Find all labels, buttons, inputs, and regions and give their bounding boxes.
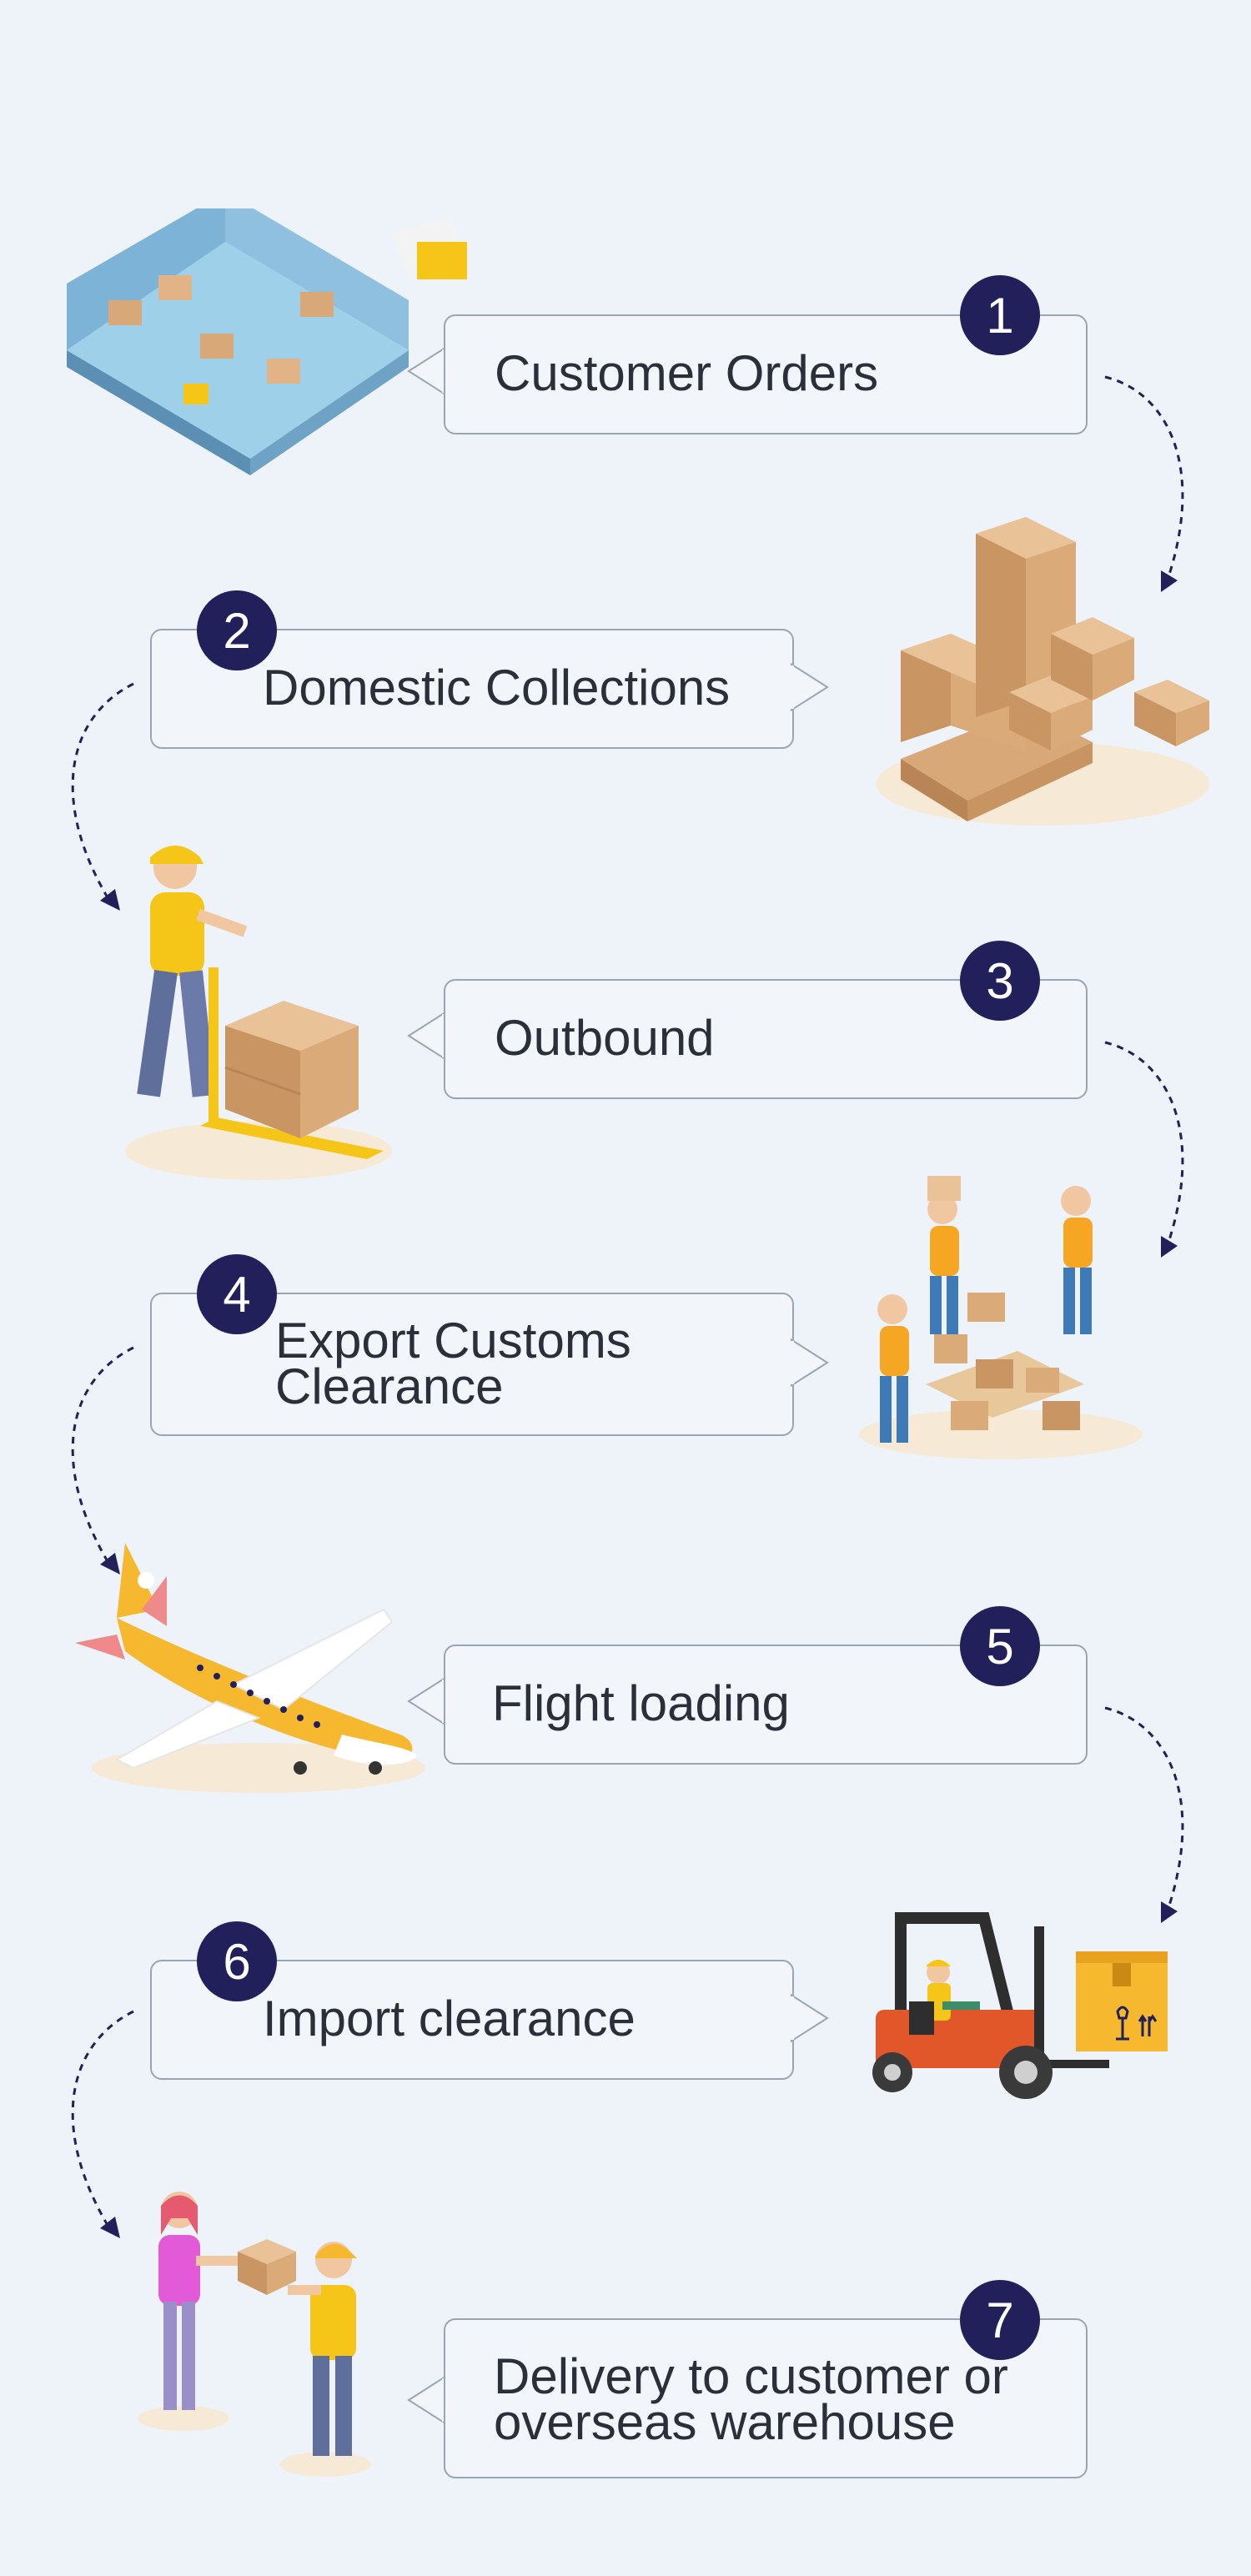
box-pointer	[791, 662, 829, 712]
pallet-jack-illustration	[125, 846, 392, 1180]
dashed-arrow-connector	[1104, 1041, 1184, 1258]
step-label: Customer Orders	[495, 345, 879, 401]
airplane-illustration	[75, 1543, 425, 1793]
step-label: Import clearance	[263, 1991, 636, 2046]
forklift-illustration	[872, 1912, 1168, 2099]
handover-illustration	[138, 2192, 371, 2477]
step-number-badge: 5	[960, 1606, 1040, 1686]
dashed-arrow-connector	[71, 2010, 134, 2238]
step-label: Domestic Collections	[263, 660, 731, 716]
step-number-badge: 2	[197, 590, 277, 670]
box-pointer	[407, 1011, 445, 1061]
warehouse-illustration	[67, 208, 467, 475]
step-number-badge: 4	[197, 1254, 277, 1334]
step-label-line: Delivery to customer or	[494, 2348, 1008, 2404]
dashed-arrow-connector	[71, 1346, 134, 1574]
box-pointer	[791, 1993, 829, 2043]
dashed-arrow-connector	[71, 682, 134, 911]
dashed-arrow-connector	[1104, 375, 1184, 592]
box-pointer	[407, 2375, 445, 2425]
workers-illustration	[859, 1176, 1143, 1459]
step-number-badge: 6	[197, 1921, 277, 2001]
step-number-badge: 3	[960, 941, 1040, 1021]
step-label-line: overseas warehouse	[494, 2394, 956, 2451]
step-label: Outbound	[495, 1010, 715, 1066]
step-label: Delivery to customer or overseas warehou…	[494, 2348, 1008, 2451]
boxes-illustration	[876, 517, 1209, 826]
box-pointer	[407, 1676, 445, 1726]
step-number-badge: 1	[960, 275, 1040, 355]
box-pointer	[791, 1338, 829, 1388]
box-pointer	[407, 346, 445, 396]
step-label-line: Export Customs	[275, 1313, 631, 1368]
step-label: Export Customs Clearance	[275, 1313, 631, 1415]
dashed-arrow-connector	[1104, 1706, 1184, 1923]
step-label-line: Clearance	[275, 1358, 504, 1415]
step-label: Flight loading	[492, 1675, 790, 1731]
step-number-badge: 7	[960, 2280, 1040, 2360]
